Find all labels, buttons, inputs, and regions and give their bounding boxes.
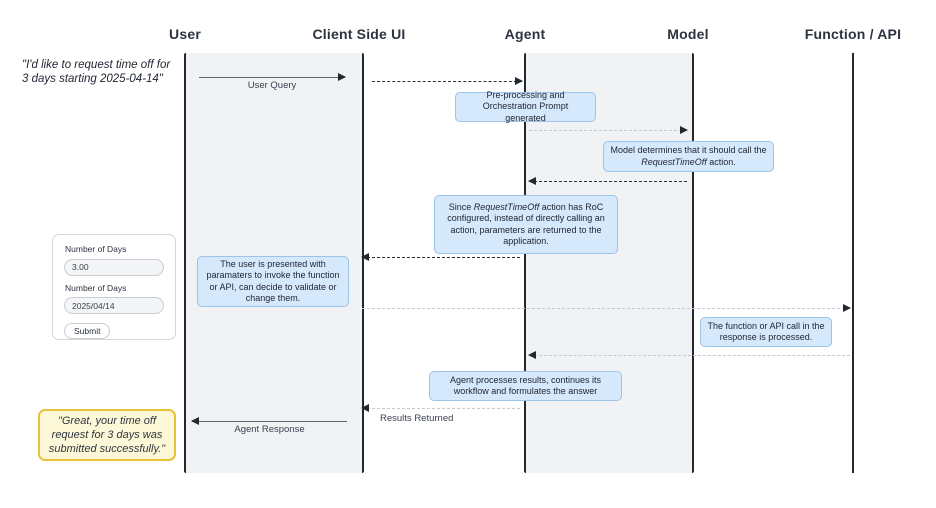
note-roc-post: action has RoC configured, instead of di… <box>447 201 605 247</box>
message-label-agent-response: Agent Response <box>234 424 305 435</box>
note-user-presented: The user is presented with paramaters to… <box>197 256 349 307</box>
time-off-form-card: Number of Days Number of Days Submit <box>52 234 176 340</box>
note-model-decision-emphasis: RequestTimeOff <box>641 156 707 167</box>
message-label-user-query: User Query <box>247 80 297 91</box>
note-function-processed: The function or API call in the response… <box>700 317 832 347</box>
note-preprocessing-line1: Pre-processing and <box>486 89 565 100</box>
participant-label-user: User <box>169 26 201 42</box>
participant-label-client: Client Side UI <box>312 26 406 42</box>
activation-band-agent <box>524 53 694 473</box>
note-return-of-control: Since RequestTimeOff action has RoC conf… <box>434 195 618 254</box>
note-preprocessing-line2: Orchestration Prompt generated <box>482 101 569 123</box>
note-function-processed-line1: The function or API call in the <box>707 320 825 331</box>
lifeline-function <box>852 53 854 473</box>
note-model-decision: Model determines that it should call the… <box>603 141 774 172</box>
note-model-decision-post: action. <box>706 156 736 167</box>
note-final-response: "Great, your time off request for 3 days… <box>38 409 176 461</box>
note-function-processed-line2: response is processed. <box>719 332 813 342</box>
form-input-days[interactable] <box>64 258 164 276</box>
note-agent-processes-line1: Agent processes results, continues its <box>449 374 602 385</box>
note-agent-processes-line2: workflow and formulates the answer <box>453 386 598 396</box>
note-model-decision-pre: Model determines that it should call the <box>610 145 767 155</box>
note-roc-pre: Since <box>448 201 474 212</box>
form-submit-button[interactable]: Submit <box>64 323 111 339</box>
note-roc-emphasis: RequestTimeOff <box>473 201 540 212</box>
note-agent-processes: Agent processes results, continues its w… <box>429 371 622 401</box>
participant-label-function: Function / API <box>804 26 902 42</box>
form-label-days: Number of Days <box>65 244 127 254</box>
message-label-results-returned: Results Returned <box>380 413 454 424</box>
form-input-date[interactable] <box>64 297 164 314</box>
form-label-date: Number of Days <box>65 282 127 293</box>
user-request-quote: "I'd like to request time off for 3 days… <box>22 59 171 85</box>
note-preprocessing: Pre-processing and Orchestration Prompt … <box>455 89 596 123</box>
participant-label-model: Model <box>667 26 709 42</box>
participant-label-agent: Agent <box>504 26 546 42</box>
